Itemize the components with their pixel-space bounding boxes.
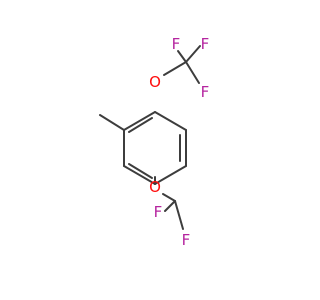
molecule-diagram: F F F O O F F: [99, 35, 209, 249]
c-f-bond: [177, 50, 187, 63]
methyl-bond: [99, 114, 125, 131]
ring-bond: [154, 165, 187, 185]
chf2-to-right-f-bond: [174, 200, 184, 230]
atom-label-f: F: [182, 231, 191, 249]
atom-label-f: F: [201, 35, 210, 53]
structure-svg: F F F O O F F: [99, 35, 209, 249]
c-f-bond: [185, 61, 200, 84]
bonds: [99, 45, 201, 230]
atom-labels: F F F O O F F: [149, 35, 209, 249]
ring-bond: [154, 111, 187, 131]
atom-label-o: O: [149, 178, 161, 196]
ring-bond: [123, 111, 156, 131]
ring-bond: [123, 165, 156, 185]
atom-label-f: F: [201, 83, 210, 101]
c-f-bond: [185, 45, 201, 63]
chf2-to-left-f-bond: [164, 200, 176, 212]
ring-double-bond: [128, 163, 153, 179]
atom-label-f: F: [172, 35, 181, 53]
atom-label-f: F: [154, 203, 163, 221]
o-cf3-bond: [163, 61, 187, 76]
atom-label-o: O: [149, 73, 161, 91]
ring-double-bond: [128, 117, 153, 133]
oxygen-to-chf2-bond: [162, 193, 176, 202]
